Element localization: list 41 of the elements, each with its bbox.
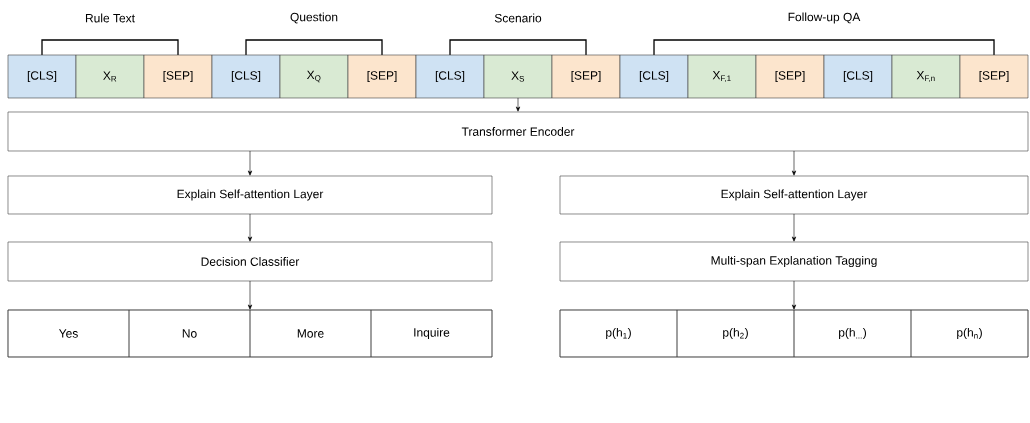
token-cell: [SEP]: [551, 54, 621, 99]
token-cell: [SEP]: [143, 54, 213, 99]
token-cell: X$_{F,n}$: [891, 54, 961, 99]
token-cell: [SEP]: [755, 54, 825, 99]
token-cell: [SEP]: [959, 54, 1029, 99]
token-cell: [SEP]: [347, 54, 417, 99]
token-cell: X$_{Q}$: [279, 54, 349, 99]
layer-box: Multi-span Explanation Tagging: [559, 241, 1029, 282]
output-cell: p(h$_{2}$): [676, 309, 795, 358]
arrow: [791, 213, 797, 242]
token-cell: [CLS]: [619, 54, 689, 99]
token-cell: X$_{S}$: [483, 54, 553, 99]
token-cell: [CLS]: [415, 54, 485, 99]
layer-box: Explain Self-attention Layer: [559, 175, 1029, 215]
token-cell: X$_{F,1}$: [687, 54, 757, 99]
arrow: [515, 97, 521, 112]
output-row: [7, 309, 493, 358]
output-cell: Yes: [7, 309, 130, 358]
arrow: [247, 213, 253, 242]
output-cell: p(h$_{...}$): [793, 309, 912, 358]
arrow: [247, 280, 253, 310]
layer-box: Decision Classifier: [7, 241, 493, 282]
arrow: [791, 150, 797, 176]
arrow: [791, 280, 797, 310]
output-cell: p(h$_{n}$): [910, 309, 1029, 358]
layer-box: Transformer Encoder: [7, 111, 1029, 152]
output-cell: No: [128, 309, 251, 358]
layer-box: Explain Self-attention Layer: [7, 175, 493, 215]
bracket-label: Follow-up QA: [788, 12, 861, 24]
output-cell: p(h$_{1}$): [559, 309, 678, 358]
token-cell: [CLS]: [211, 54, 281, 99]
output-cell: More: [249, 309, 372, 358]
token-cell: X$_{R}$: [75, 54, 145, 99]
token-cell: [CLS]: [823, 54, 893, 99]
bracket-label: Question: [290, 12, 338, 24]
arrow: [247, 150, 253, 176]
bracket-label: Rule Text: [86, 13, 135, 23]
token-cell: [CLS]: [7, 54, 77, 99]
output-cell: Inquire: [370, 309, 493, 358]
bracket-label: Scenario: [494, 13, 542, 23]
output-row: [559, 309, 1029, 358]
